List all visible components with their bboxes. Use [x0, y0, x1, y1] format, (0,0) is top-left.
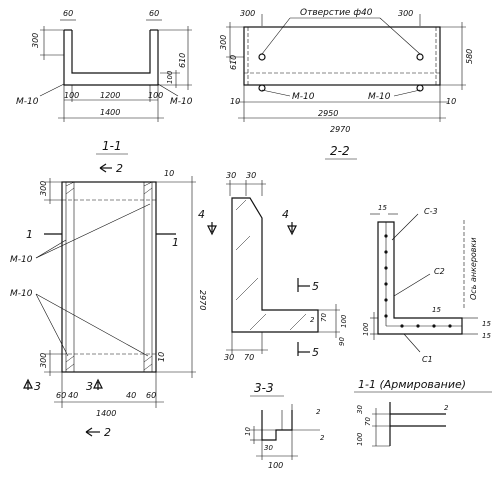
dim-10: 10 [244, 427, 252, 436]
mark-m10-left: M-10 [16, 97, 39, 107]
dim-30-b: 30 [246, 171, 256, 180]
dim-2970: 2970 [198, 290, 207, 310]
view-2-2: Отверстие ф40 300 300 300 610 580 10 295… [219, 8, 474, 160]
label-c1: С1 [422, 355, 433, 364]
reinforcement-view: С-3 С2 С1 Ось анкеровки 15 15 100 15 15 … [354, 204, 492, 393]
dim-30: 30 [356, 405, 364, 414]
dim-70-right: 70 [320, 313, 328, 322]
reinforcement-title: 1-1 (Армирование) [358, 378, 466, 391]
dim-300-top: 300 [39, 181, 48, 196]
dim-610: 610 [229, 55, 238, 70]
label-c3: С-3 [424, 207, 438, 216]
dim-70-bottom: 70 [244, 353, 254, 362]
panel-outline [243, 26, 441, 86]
mark-2: 2 [310, 316, 315, 324]
section-3-3-outline [261, 410, 293, 441]
dim-60-right: 60 [146, 391, 156, 400]
mark-m10-right: M-10 [170, 97, 193, 107]
dim-2950: 2950 [318, 109, 338, 118]
view-1-1: 60 60 300 610 100 100 100 1200 1400 M-10… [16, 9, 193, 155]
section-3-3: 3-3 2 10 30 100 2 [244, 381, 325, 470]
dim-30-bottom: 30 [224, 353, 234, 362]
mark-m10-right: M-10 [368, 92, 391, 102]
section-mark-4-right: 4 [282, 208, 289, 221]
dim-580: 580 [465, 49, 474, 64]
dim-100: 100 [362, 322, 370, 336]
section-mark-5-upper: 5 [312, 280, 319, 293]
dim-15-right-b: 15 [482, 332, 491, 340]
label-c2: С2 [434, 267, 445, 276]
dim-100-right: 100 [148, 91, 163, 100]
dim-300-vert: 300 [219, 35, 228, 50]
reinforced-l-outline [377, 221, 463, 335]
label-anchor-axis: Ось анкеровки [469, 237, 478, 300]
hole-left-upper [258, 53, 266, 61]
dim-100: 100 [340, 314, 348, 328]
dim-100-wall: 100 [166, 70, 174, 84]
plan-view: 2 1 1 3 3 2 300 10 300 10 2970 60 40 40 … [10, 162, 207, 439]
dim-100: 100 [356, 432, 364, 446]
dim-40-right: 40 [126, 391, 136, 400]
dim-30-a: 30 [226, 171, 236, 180]
dim-30: 30 [264, 444, 273, 452]
u-profile-inner [71, 30, 151, 74]
callout-hole: Отверстие ф40 [300, 8, 373, 18]
hole-left-lower [258, 84, 266, 92]
detail-small: 30 70 100 2 [356, 402, 449, 447]
section-mark-2-bottom: 2 [104, 426, 111, 439]
plan-outline [61, 181, 157, 373]
section-mark-1-left: 1 [26, 228, 33, 241]
dim-10-top: 10 [164, 169, 174, 178]
dim-2970: 2970 [330, 125, 350, 134]
u-profile-outer [63, 30, 159, 86]
dim-300-bottom: 300 [39, 353, 48, 368]
view-2-2-title: 2-2 [330, 144, 350, 158]
dim-15-top: 15 [378, 204, 387, 212]
dim-60-left: 60 [56, 391, 66, 400]
section-mark-4-left: 4 [198, 208, 205, 221]
section-mark-1-right: 1 [172, 236, 179, 249]
dim-60-left: 60 [63, 9, 73, 18]
dim-70: 70 [364, 417, 372, 426]
hole-right-lower [416, 84, 424, 92]
dim-610: 610 [178, 53, 187, 68]
dim-1400: 1400 [100, 108, 120, 117]
mark-m10-left: M-10 [292, 92, 315, 102]
dim-10-bottom: 10 [157, 352, 166, 362]
mark-m10-lower: M-10 [10, 289, 33, 299]
dim-1200: 1200 [100, 91, 120, 100]
dim-60-right: 60 [149, 9, 159, 18]
section-mark-3-right: 3 [86, 380, 93, 393]
view-1-1-title: 1-1 [102, 139, 122, 153]
section-mark-2-top: 2 [116, 162, 123, 175]
mark-2-a: 2 [316, 408, 321, 416]
dim-300-left: 300 [240, 9, 255, 18]
section-4-4: 30 30 70 100 70 30 90 4 4 5 5 2 [198, 171, 348, 362]
dim-90: 90 [338, 337, 346, 346]
mark-2-b: 2 [320, 434, 325, 442]
dim-15-right-a: 15 [482, 320, 491, 328]
detail-outline [389, 402, 446, 446]
dim-1400: 1400 [96, 409, 116, 418]
mark-m10-upper: M-10 [10, 255, 33, 265]
dim-40-left: 40 [68, 391, 78, 400]
dim-15-mid: 15 [432, 306, 441, 314]
section-mark-3-left: 3 [34, 380, 41, 393]
hole-right-upper [416, 53, 424, 61]
dim-10-left: 10 [230, 97, 240, 106]
l-section-outline [231, 197, 319, 333]
view-3-3-title: 3-3 [254, 381, 274, 395]
mark-2: 2 [444, 404, 449, 412]
dim-100: 100 [268, 461, 283, 470]
dim-100-left: 100 [64, 91, 79, 100]
dim-300: 300 [31, 33, 40, 48]
section-mark-5-lower: 5 [312, 346, 319, 359]
dim-300-right: 300 [398, 9, 413, 18]
dim-10-right: 10 [446, 97, 456, 106]
